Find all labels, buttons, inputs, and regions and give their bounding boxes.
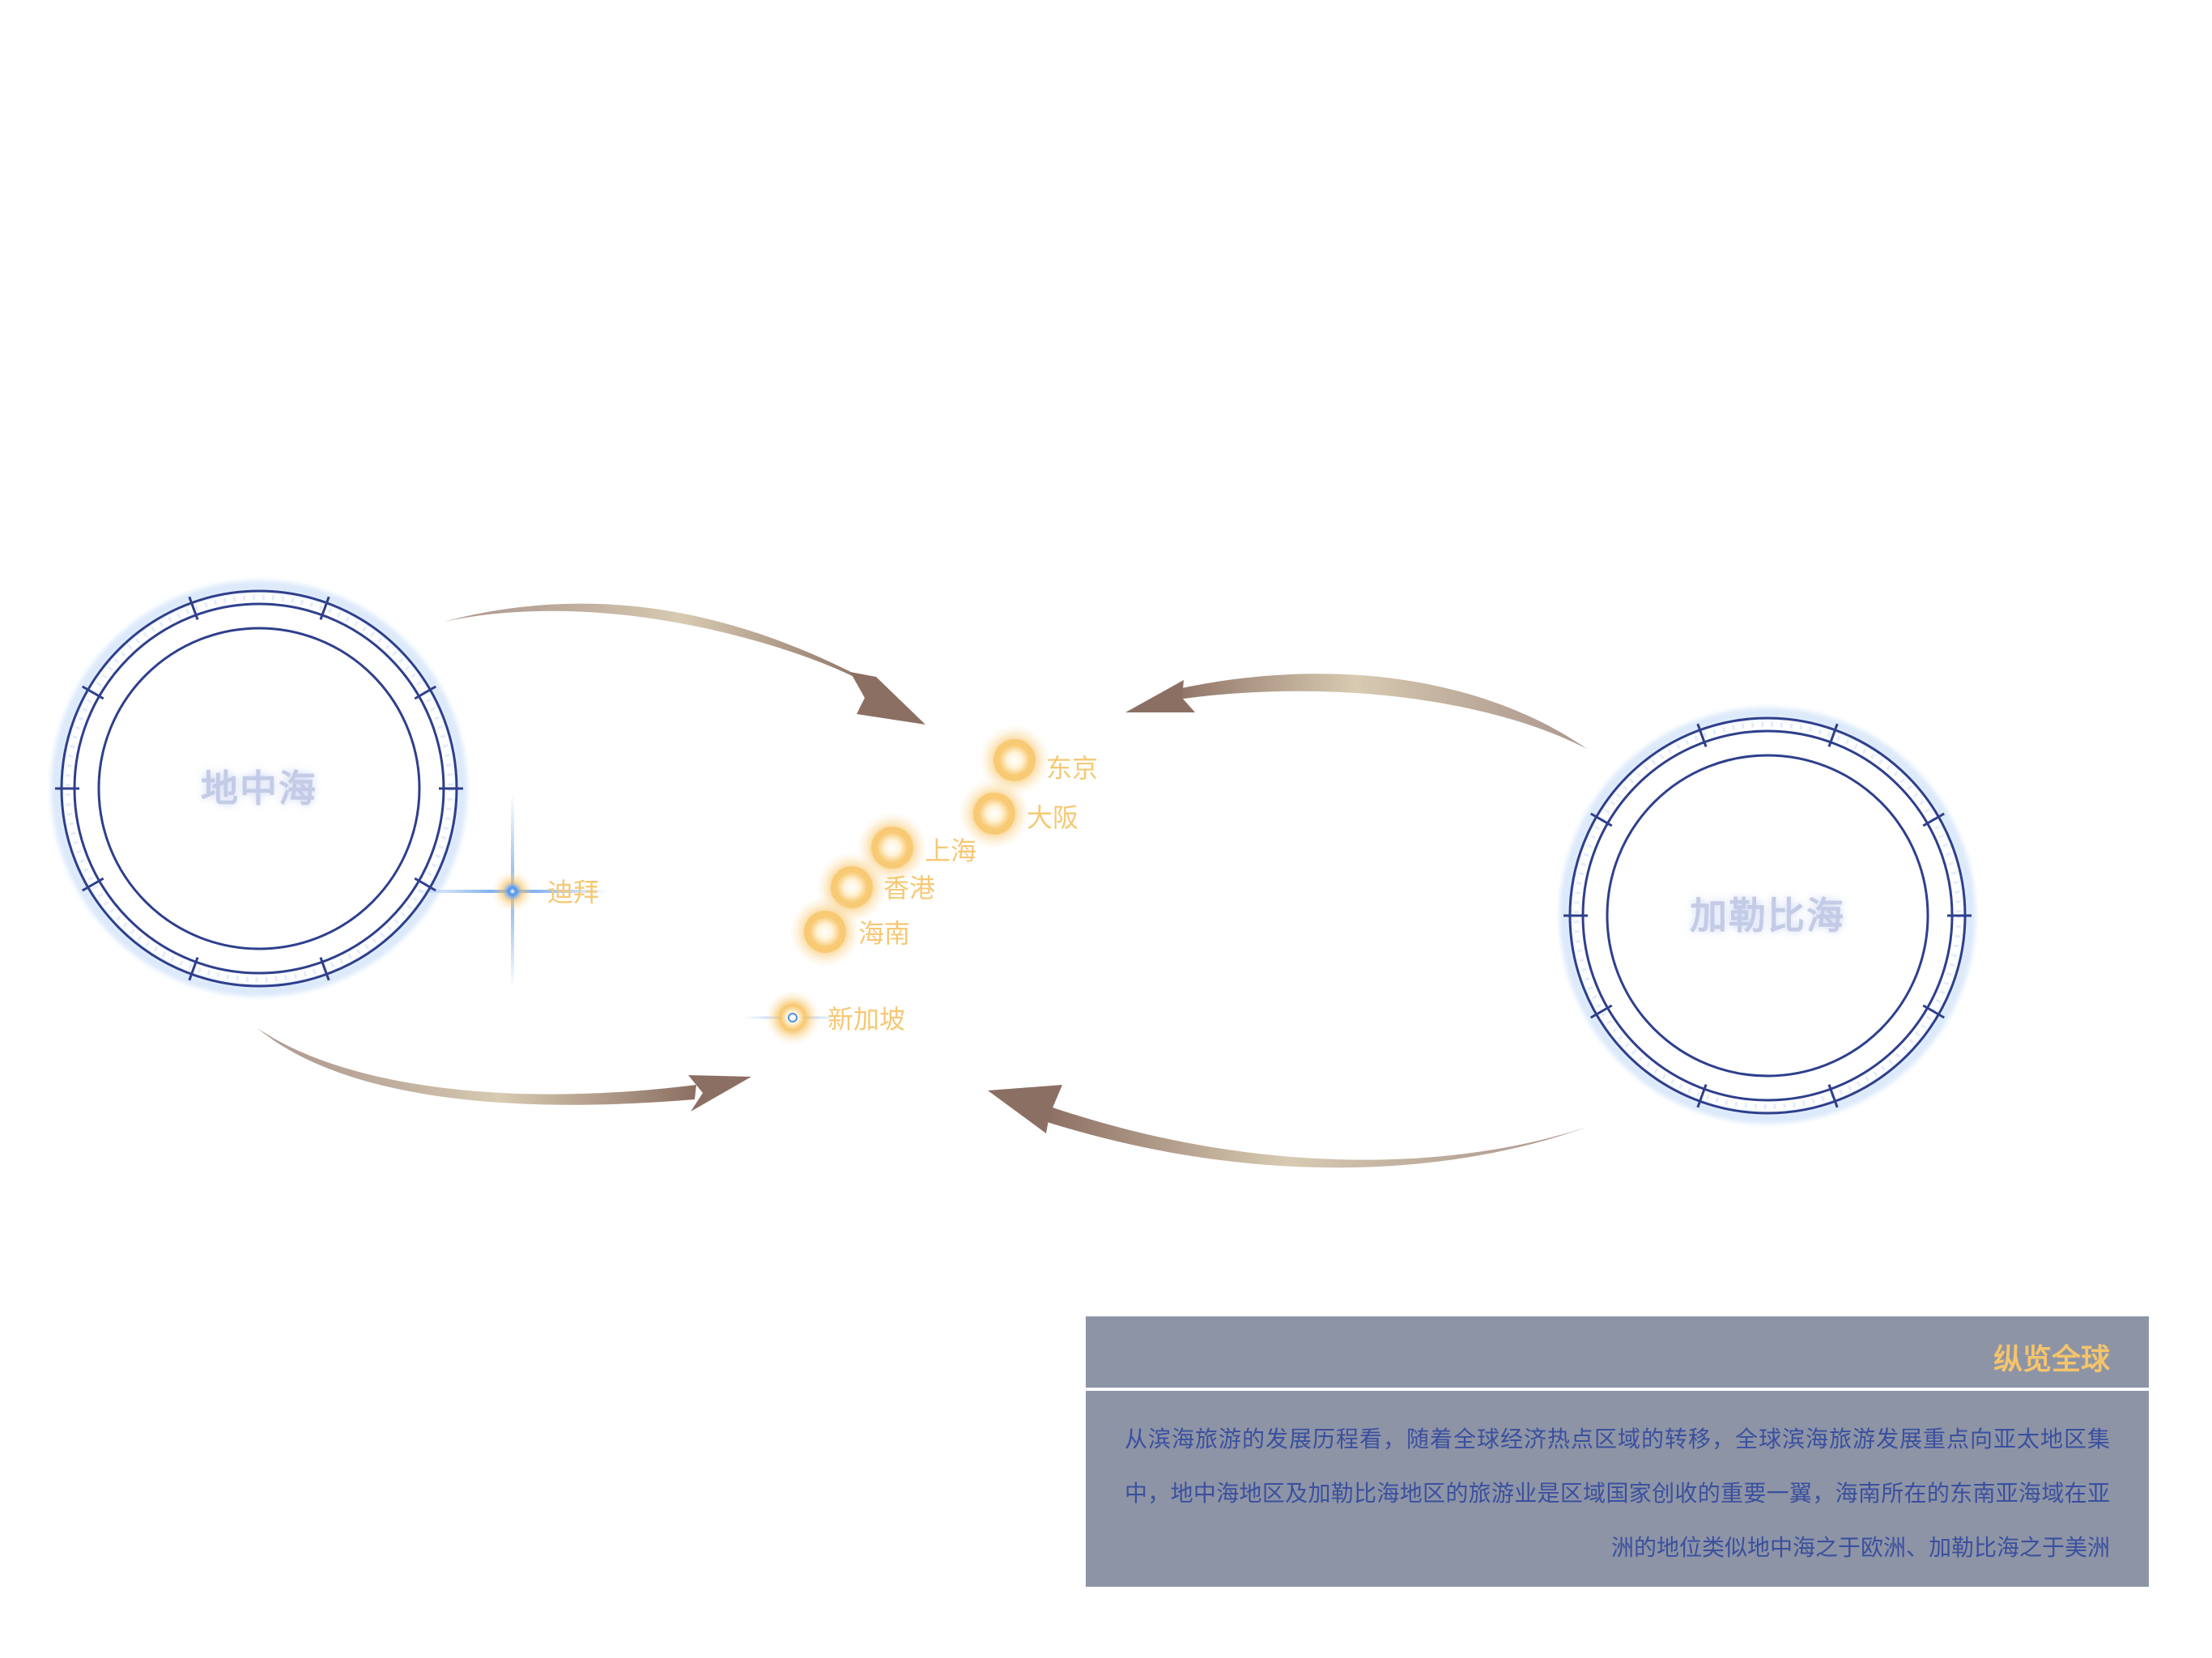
flow-arrow-mediterranean-upper <box>444 603 925 725</box>
info-panel-header: 纵览全球 <box>1086 1316 2149 1391</box>
city-marker-tokyo <box>979 725 1050 796</box>
info-panel: 纵览全球 从滨海旅游的发展历程看，随着全球经济热点区域的转移，全球滨海旅游发展重… <box>1086 1316 2149 1587</box>
city-label-hongkong: 香港 <box>883 873 935 903</box>
city-marker-osaka <box>959 778 1030 849</box>
region-label-caribbean: 加勒比海 <box>1690 894 1845 937</box>
flow-arrow-caribbean-lower <box>988 1085 1587 1168</box>
city-label-hainan: 海南 <box>858 918 910 949</box>
city-label-osaka: 大阪 <box>1027 802 1078 833</box>
region-ring-caribbean: 加勒比海 <box>1559 708 1976 1124</box>
region-ring-mediterranean: 地中海 <box>51 580 467 997</box>
city-marker-hainan <box>789 896 861 967</box>
info-panel-title: 纵览全球 <box>1993 1343 2110 1376</box>
flow-arrow-caribbean-upper <box>1125 674 1587 749</box>
flow-arrow-mediterranean-lower <box>257 1028 751 1112</box>
city-label-tokyo: 东京 <box>1046 753 1098 784</box>
city-label-shanghai: 上海 <box>925 835 976 866</box>
region-label-mediterranean: 地中海 <box>201 767 317 810</box>
city-marker-singapore <box>744 990 841 1045</box>
city-label-dubai: 迪拜 <box>547 877 599 908</box>
city-marker-dubai <box>415 794 610 988</box>
info-panel-body: 从滨海旅游的发展历程看，随着全球经济热点区域的转移，全球滨海旅游发展重点向亚太地… <box>1125 1426 2110 1561</box>
city-label-singapore: 新加坡 <box>827 1004 905 1035</box>
